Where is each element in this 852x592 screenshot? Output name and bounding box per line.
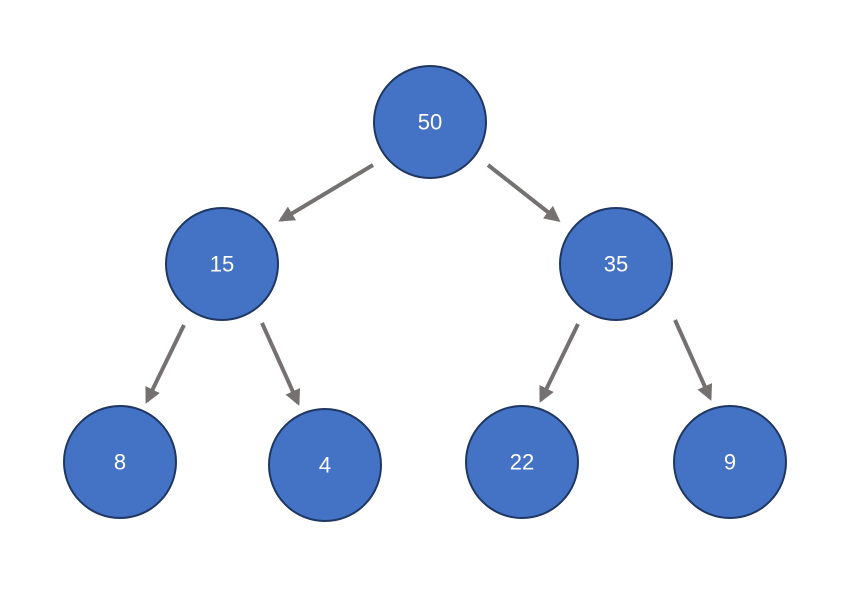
node-circle (165, 207, 279, 321)
node-label: 22 (510, 450, 534, 475)
node-label: 15 (210, 252, 234, 277)
node-label: 9 (724, 450, 736, 475)
edge-right-left (539, 323, 580, 403)
node-left-right: 4 (268, 408, 382, 522)
node-left-left: 8 (63, 405, 177, 519)
node-root: 50 (373, 65, 487, 179)
node-circle (268, 408, 382, 522)
edge-left-left (145, 324, 186, 404)
node-right-left: 22 (465, 405, 579, 519)
node-right: 35 (559, 207, 673, 321)
node-label: 8 (114, 450, 126, 475)
node-circle (63, 405, 177, 519)
node-circle (373, 65, 487, 179)
node-label: 4 (319, 453, 331, 478)
node-left: 15 (165, 207, 279, 321)
node-circle (465, 405, 579, 519)
node-label: 35 (604, 252, 628, 277)
edge-root-right (486, 163, 561, 222)
node-circle (559, 207, 673, 321)
edges (145, 163, 713, 406)
edge-right-right (673, 319, 713, 401)
node-circle (673, 405, 787, 519)
edge-root-left (278, 163, 375, 222)
edge-left-right (260, 322, 301, 406)
node-label: 50 (418, 110, 442, 135)
node-right-right: 9 (673, 405, 787, 519)
